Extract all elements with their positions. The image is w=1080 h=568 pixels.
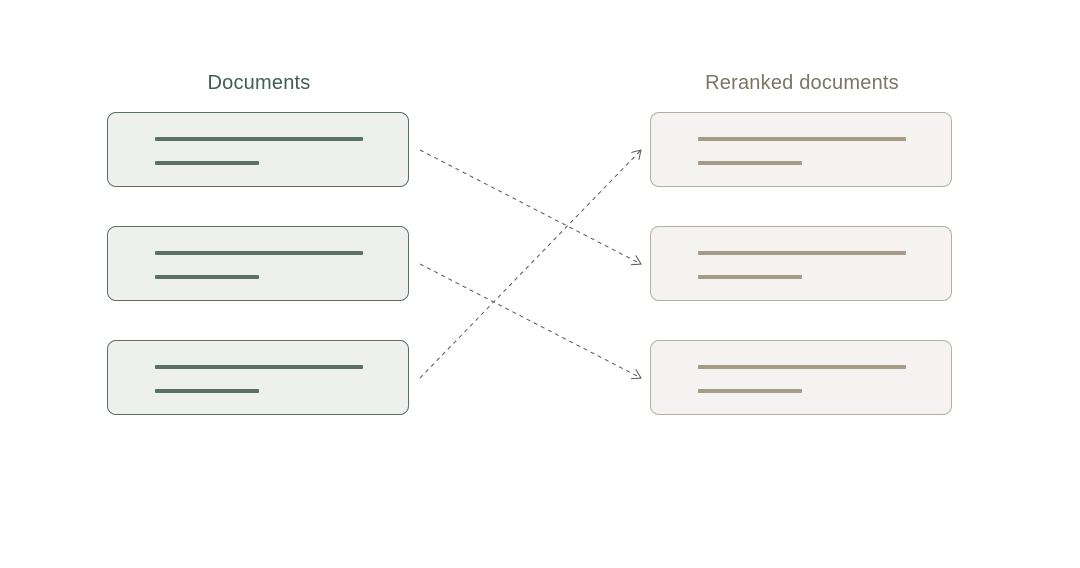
reranked-document-card-2 [650,226,952,301]
document-card-1 [107,112,409,187]
document-text-line [698,251,906,255]
rerank-arrow-3 [419,149,642,379]
rerank-arrow-2 [419,263,642,379]
reranked-document-card-3 [650,340,952,415]
document-text-line [155,365,363,369]
document-card-3 [107,340,409,415]
documents-title: Documents [207,72,311,94]
reranked-document-card-1 [650,112,952,187]
document-text-line [155,161,259,165]
document-text-line [698,137,906,141]
reranked-documents-title: Reranked documents [705,72,899,94]
document-text-line [155,137,363,141]
document-text-line [155,389,259,393]
document-text-line [698,389,802,393]
arrowhead-icon [630,255,642,266]
document-text-line [155,251,363,255]
document-text-line [155,275,259,279]
document-card-2 [107,226,409,301]
arrowhead-icon [630,369,642,380]
document-text-line [698,161,802,165]
rerank-arrow-1 [419,149,642,265]
arrowhead-icon [631,149,642,160]
document-text-line [698,365,906,369]
document-text-line [698,275,802,279]
